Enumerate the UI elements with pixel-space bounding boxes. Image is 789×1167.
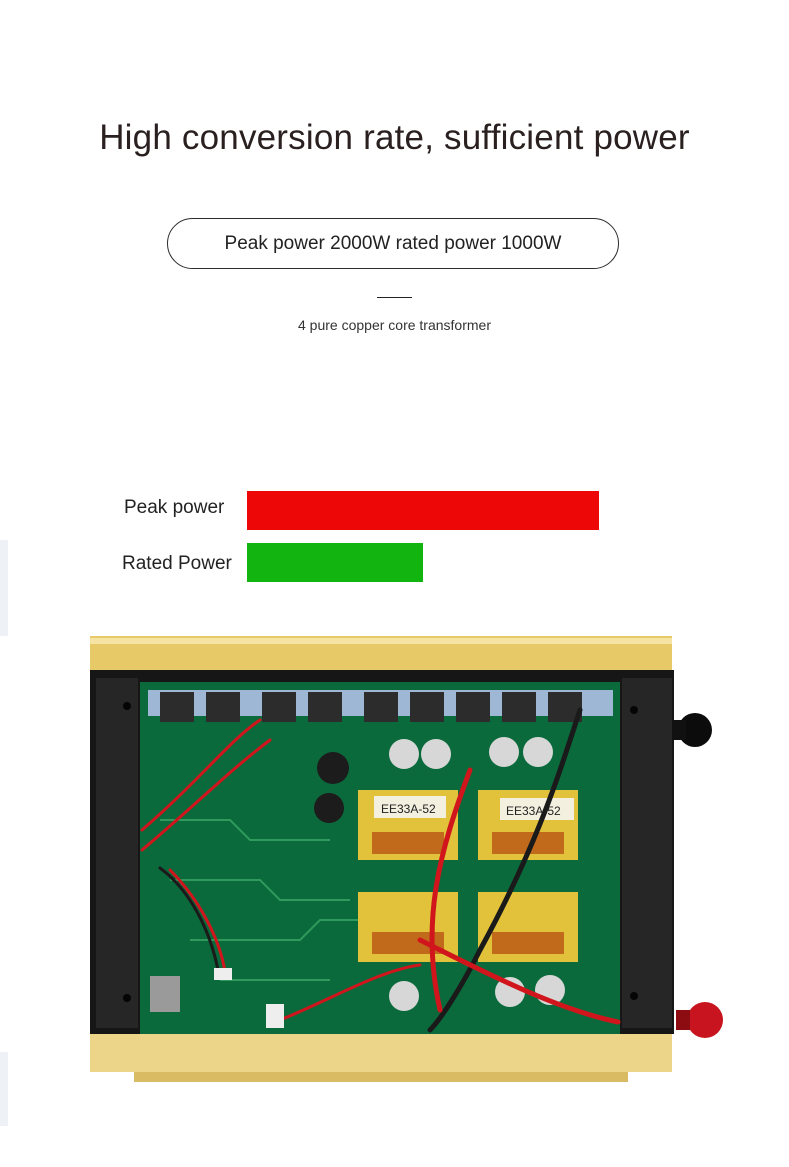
peak-power-label: Peak power xyxy=(124,497,225,518)
connector xyxy=(214,968,232,980)
negative-terminal xyxy=(678,713,712,747)
transformer-note: 4 pure copper core transformer xyxy=(298,317,491,333)
left-edge-mark xyxy=(0,540,8,636)
mosfet-row xyxy=(160,692,582,722)
wires xyxy=(140,707,621,1033)
usb-port xyxy=(150,976,180,1012)
rated-power-label: Rated Power xyxy=(122,553,232,574)
transformer-label: EE33A-52 xyxy=(381,802,436,816)
positive-terminal xyxy=(687,1002,723,1038)
left-heatsink xyxy=(96,678,138,1028)
right-heatsink xyxy=(622,678,672,1028)
divider-dash xyxy=(377,297,412,298)
left-edge-mark xyxy=(0,1052,8,1126)
headline: High conversion rate, sufficient power xyxy=(99,118,690,157)
spec-pill: Peak power 2000W rated power 1000W xyxy=(167,218,619,269)
case-bottom-rail xyxy=(90,1032,672,1072)
rated-power-bar xyxy=(247,543,423,582)
spec-pill-text: Peak power 2000W rated power 1000W xyxy=(224,232,562,254)
connector xyxy=(266,1004,284,1028)
transformer-label: EE33A-52 xyxy=(506,804,561,818)
peak-power-bar xyxy=(247,491,599,530)
inverter-board-photo: EE33A-52 EE33A-52 xyxy=(90,636,723,1082)
transformers xyxy=(358,790,578,962)
